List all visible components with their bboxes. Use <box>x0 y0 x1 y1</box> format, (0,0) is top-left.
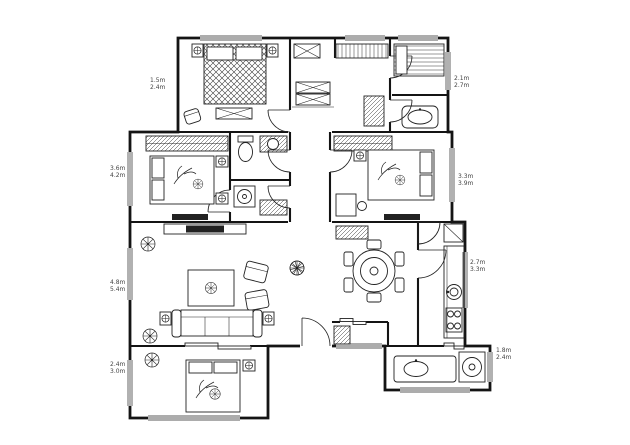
coffee-table <box>187 269 235 307</box>
svg-text:3.0m: 3.0m <box>110 368 126 375</box>
bed <box>149 155 215 205</box>
window <box>445 52 451 90</box>
sliding-door <box>443 342 465 350</box>
toilet <box>237 135 254 162</box>
dimension-label: 2.1m 2.7m <box>454 75 470 89</box>
armchair <box>244 289 270 311</box>
closet-box <box>295 81 331 94</box>
tv <box>384 214 420 220</box>
window <box>127 152 133 206</box>
svg-text:2.1m: 2.1m <box>454 75 470 82</box>
window <box>462 252 468 308</box>
sliding-door <box>184 342 252 350</box>
dimension-label: 1.8m 2.4m <box>496 347 512 361</box>
door <box>267 149 291 173</box>
bed <box>367 149 435 201</box>
potted-plant <box>287 258 307 278</box>
side-table <box>159 311 172 326</box>
dining-chairs <box>343 239 405 303</box>
svg-text:4.8m: 4.8m <box>110 279 126 286</box>
laundry-counter <box>393 355 457 383</box>
dimension-label: 2.7m 3.3m <box>470 259 486 273</box>
dimension-label: 3.3m 3.9m <box>458 173 474 187</box>
window <box>148 415 240 421</box>
svg-text:2.4m: 2.4m <box>496 354 512 361</box>
window <box>400 387 470 393</box>
door <box>417 249 447 279</box>
nightstand <box>191 43 204 58</box>
svg-text:3.9m: 3.9m <box>458 180 474 187</box>
window <box>200 35 262 41</box>
window <box>345 35 385 41</box>
nightstand <box>266 43 279 58</box>
armchair <box>243 260 269 284</box>
dimension-labels: 1.5m 2.4m 3.6m 4.2m 4.8m 5.4m 2.4m 3.0m … <box>110 75 512 375</box>
dimension-label: 2.4m 3.0m <box>110 361 126 375</box>
svg-text:1.5m: 1.5m <box>150 77 166 84</box>
wardrobe <box>335 43 389 59</box>
side-table <box>262 311 275 326</box>
windows <box>127 35 493 421</box>
svg-text:2.7m: 2.7m <box>470 259 486 266</box>
door <box>207 189 231 213</box>
tv-cabinet <box>163 223 247 235</box>
nightstand <box>353 149 367 162</box>
svg-text:1.8m: 1.8m <box>496 347 512 354</box>
interior-walls <box>130 38 452 348</box>
wardrobe <box>333 135 393 152</box>
entry-door <box>300 317 332 350</box>
dresser <box>335 193 367 217</box>
potted-plant <box>140 236 156 252</box>
dressing-cabinet <box>363 95 385 127</box>
master-bed <box>203 43 267 105</box>
gas-stove <box>445 307 463 333</box>
door <box>389 99 413 123</box>
fridge <box>443 223 464 243</box>
washing-machine <box>458 351 486 383</box>
potted-plant <box>144 352 160 368</box>
balcony-cabinet <box>333 325 351 345</box>
nightstand <box>215 155 229 168</box>
wash-basin <box>401 105 439 129</box>
closet-box <box>295 93 331 106</box>
utility-cabinet <box>259 199 288 216</box>
bed <box>185 359 241 413</box>
svg-text:4.2m: 4.2m <box>110 172 126 179</box>
window <box>398 35 438 41</box>
window <box>127 248 133 300</box>
nightstand <box>215 192 229 205</box>
sliding-door <box>339 318 367 325</box>
armchair <box>183 108 202 125</box>
closet-box <box>293 43 321 59</box>
svg-text:2.7m: 2.7m <box>454 82 470 89</box>
dimension-label: 3.6m 4.2m <box>110 165 126 179</box>
dimension-label: 1.5m 2.4m <box>150 77 166 91</box>
svg-text:3.6m: 3.6m <box>110 165 126 172</box>
dimension-label: 4.8m 5.4m <box>110 279 126 293</box>
washing-machine <box>233 185 256 208</box>
svg-text:5.4m: 5.4m <box>110 286 126 293</box>
kitchen-sink <box>446 284 462 300</box>
window <box>449 148 455 202</box>
door <box>329 149 353 173</box>
tv <box>172 214 208 220</box>
potted-plant <box>142 328 158 344</box>
window <box>487 352 493 382</box>
svg-text:3.3m: 3.3m <box>470 266 486 273</box>
door <box>267 109 291 133</box>
vanity <box>259 135 288 153</box>
window <box>127 360 133 406</box>
svg-text:2.4m: 2.4m <box>110 361 126 368</box>
sideboard <box>335 225 369 240</box>
sofa <box>171 309 263 338</box>
nightstand <box>242 359 256 372</box>
bed-bench <box>215 107 253 120</box>
corner-cabinet <box>417 221 441 245</box>
svg-text:2.4m: 2.4m <box>150 84 166 91</box>
svg-text:3.3m: 3.3m <box>458 173 474 180</box>
round-dining-table <box>352 249 396 293</box>
guest-bed <box>393 43 445 77</box>
wardrobe <box>145 135 229 152</box>
